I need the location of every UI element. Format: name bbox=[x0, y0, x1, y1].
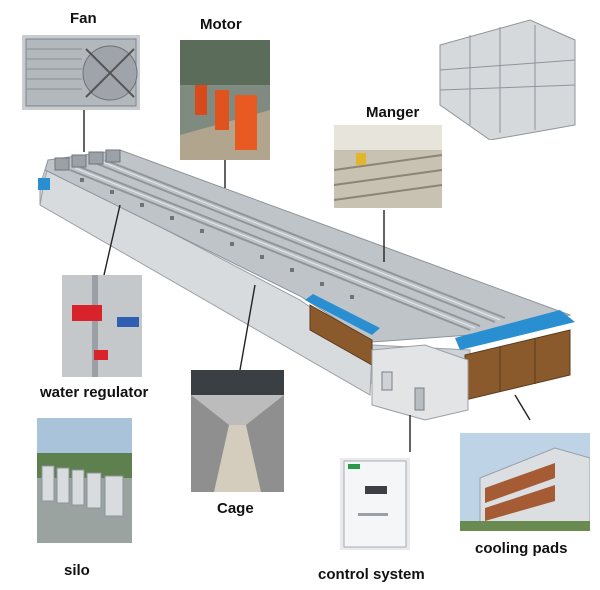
house-top bbox=[44, 149, 572, 343]
motor-photo bbox=[180, 40, 270, 160]
cage-row-highlights bbox=[74, 160, 501, 329]
water-regulator-label: water regulator bbox=[40, 384, 149, 401]
wall-vents bbox=[80, 178, 354, 299]
silo-label: silo bbox=[64, 562, 90, 579]
control-system-label: control system bbox=[318, 566, 425, 583]
control-room-door bbox=[414, 387, 425, 411]
cage-rows bbox=[69, 159, 506, 331]
control-room-panel bbox=[381, 371, 393, 391]
manger-label: Manger bbox=[366, 104, 420, 121]
silo-photo bbox=[37, 418, 132, 543]
end-pad-roof bbox=[455, 310, 575, 350]
left-side-pad bbox=[38, 178, 50, 190]
cooling-pads-photo bbox=[460, 433, 590, 531]
side-pad-roof bbox=[305, 294, 380, 335]
cage-structure-photo bbox=[430, 15, 580, 140]
manger-photo bbox=[334, 125, 442, 208]
fan-label: Fan bbox=[70, 10, 97, 27]
leader-lines bbox=[83, 110, 531, 452]
cooling-pads-label: cooling pads bbox=[475, 540, 568, 557]
end-fans bbox=[54, 149, 121, 171]
water-regulator-photo bbox=[62, 275, 142, 377]
cage-aisle-photo bbox=[191, 370, 284, 492]
control-room bbox=[371, 344, 469, 421]
motor-label: Motor bbox=[200, 16, 242, 33]
control-system-photo bbox=[340, 458, 410, 550]
cage-label: Cage bbox=[217, 500, 254, 517]
fan-photo bbox=[22, 35, 140, 110]
end-pad-dividers bbox=[499, 338, 536, 392]
